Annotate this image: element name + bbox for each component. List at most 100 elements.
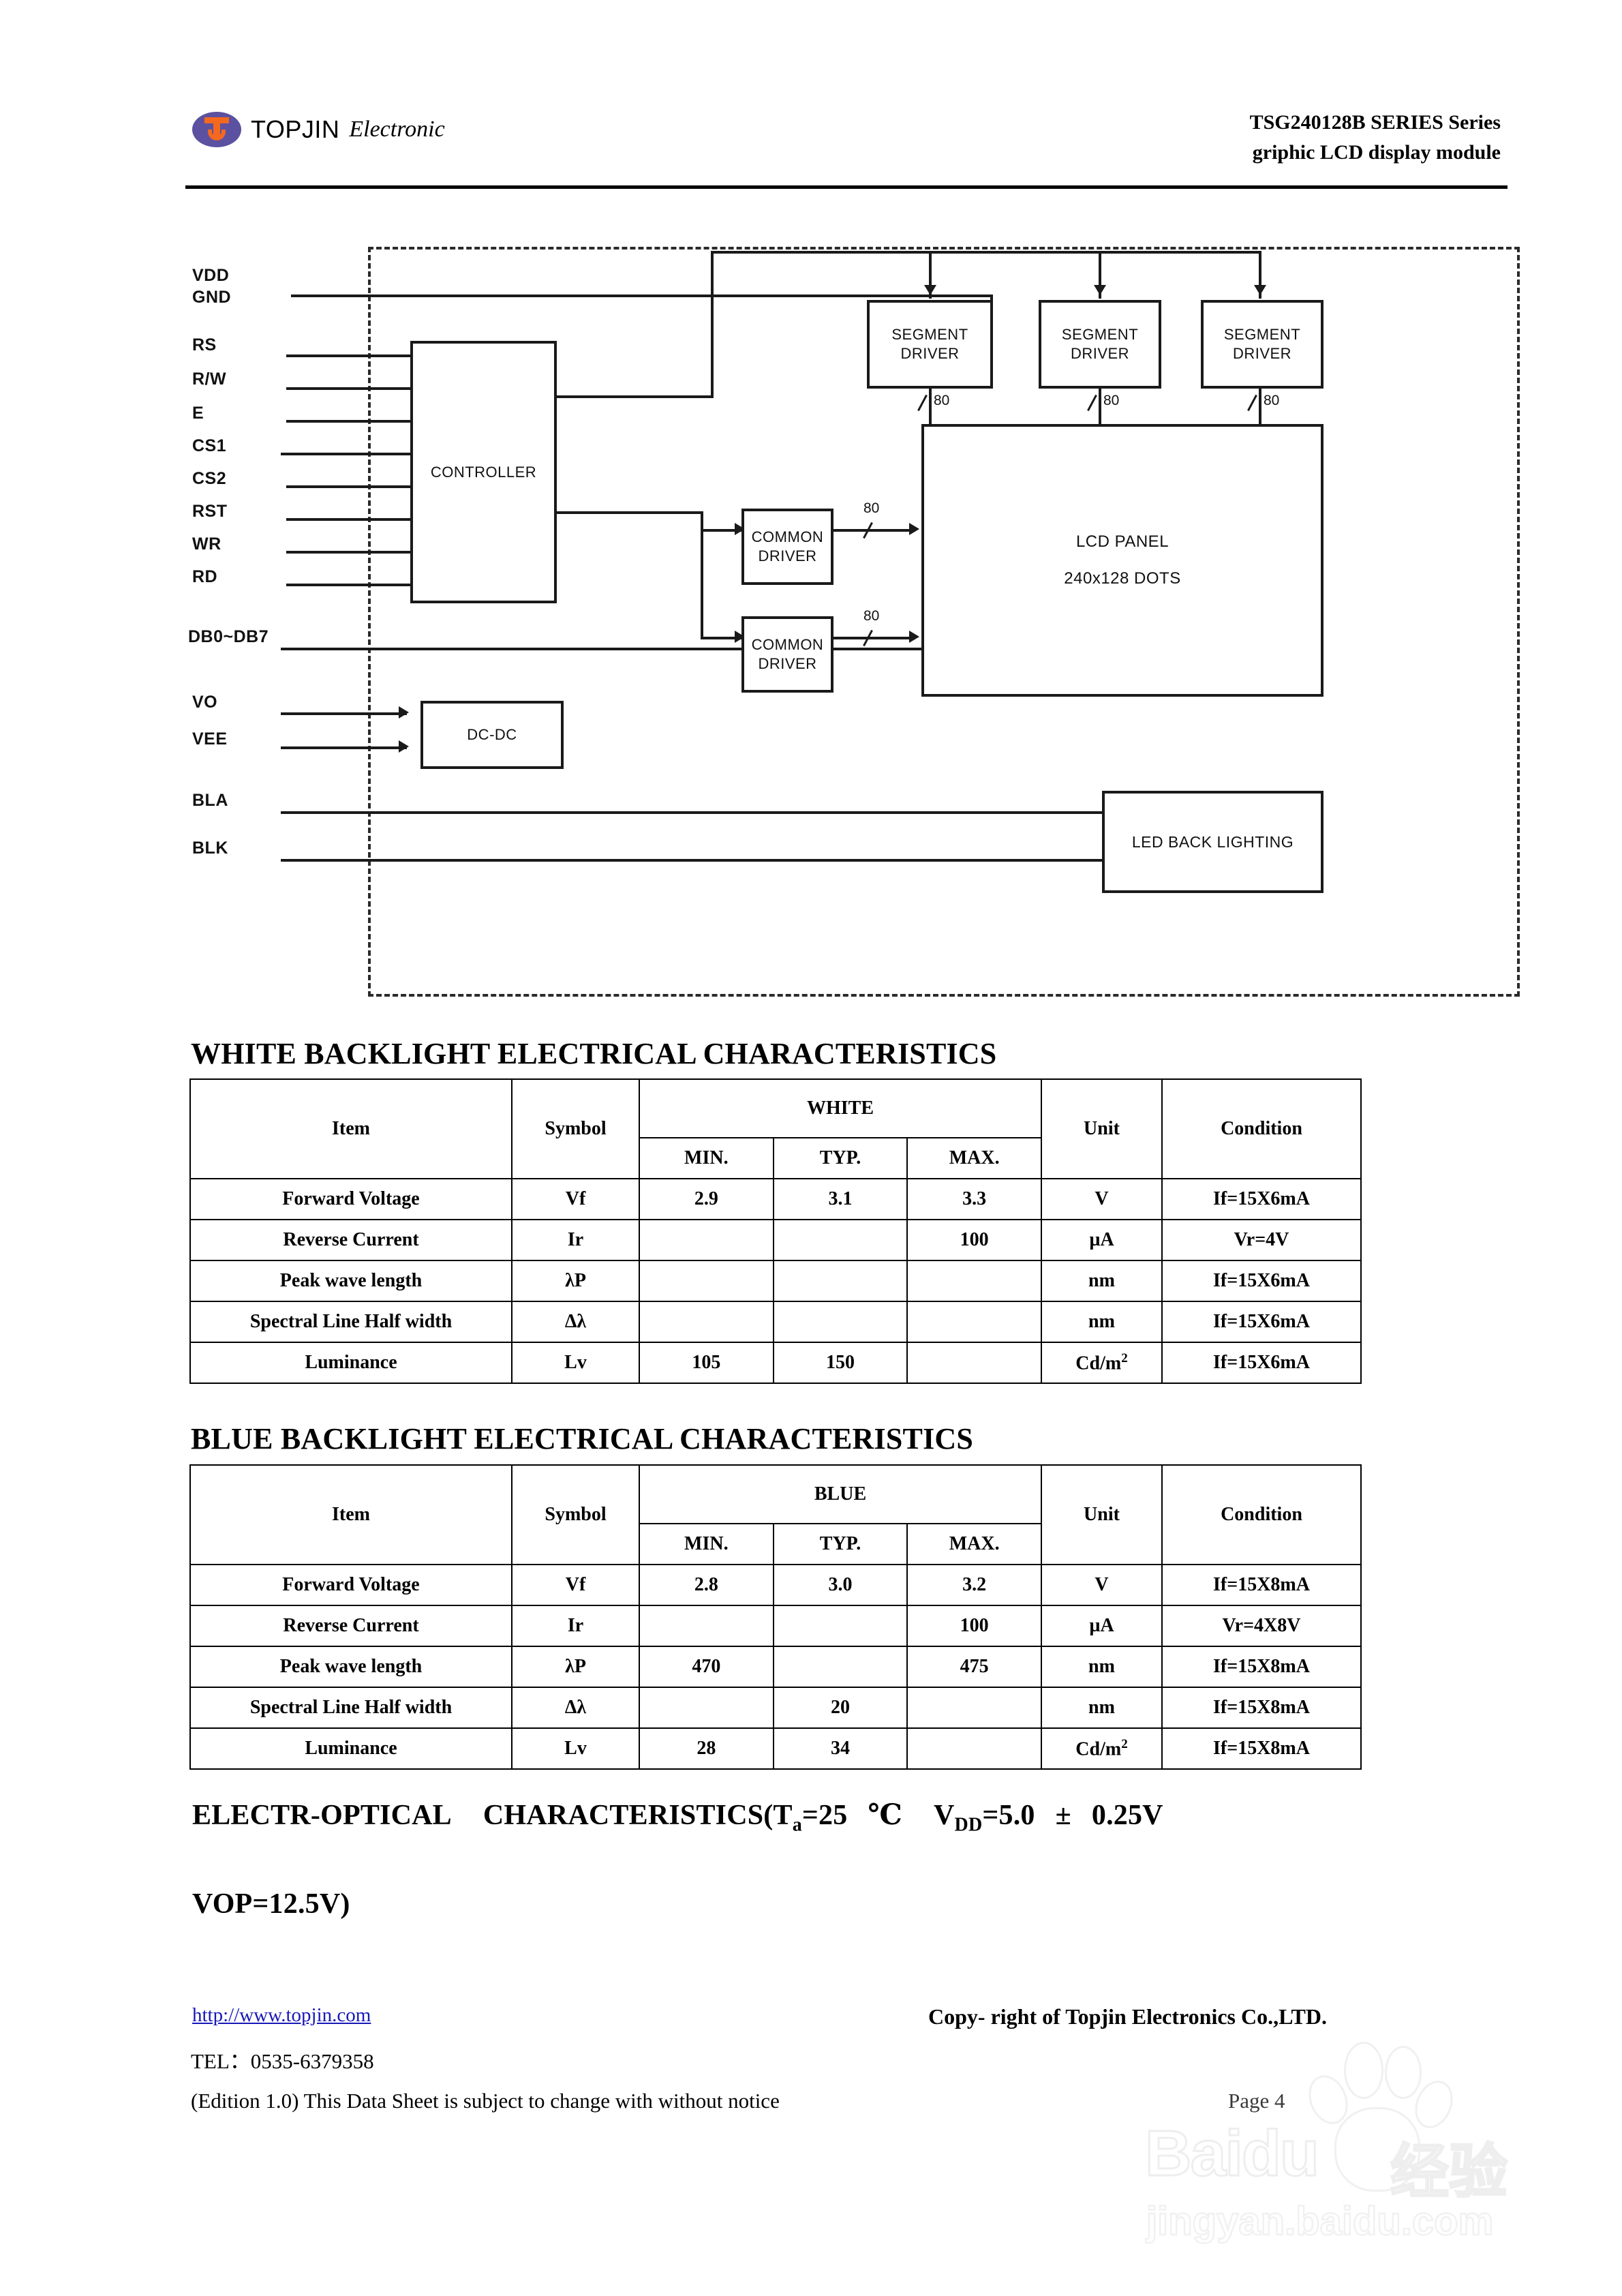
table-subheader-row: MIN. TYP. MAX. — [190, 1137, 1361, 1179]
wire-db-bus — [281, 648, 993, 650]
header-unit: Unit — [1041, 1078, 1163, 1179]
header-min: MIN. — [639, 1137, 774, 1179]
pin-label-gnd: GND — [192, 288, 232, 307]
dcdc-block: DC-DC — [420, 701, 564, 769]
common-driver-label-line2: DRIVER — [758, 655, 817, 672]
cell-item: Peak wave length — [189, 1646, 512, 1688]
arrow-com1-out-icon — [909, 523, 919, 535]
led-backlight-block: LED BACK LIGHTING — [1102, 791, 1323, 893]
eo-plusminus: ± — [1055, 1800, 1071, 1831]
cell-symbol: Lv — [511, 1342, 640, 1384]
pin-label-vdd: VDD — [192, 266, 230, 285]
cell-typ — [772, 1301, 908, 1343]
pin-label-blk: BLK — [192, 839, 228, 858]
cell-min: 470 — [639, 1646, 774, 1688]
segment-driver-1: SEGMENT DRIVER — [867, 300, 993, 389]
table-row: Luminance Lv 28 34 Cd/m2 If=15X8mA — [189, 1727, 1362, 1770]
cell-typ: 20 — [772, 1687, 908, 1729]
cell-symbol: Δλ — [511, 1301, 640, 1343]
wire-ctrl-com-out — [557, 511, 703, 514]
header-symbol: Symbol — [511, 1078, 640, 1179]
edition-notice: (Edition 1.0) This Data Sheet is subject… — [191, 2089, 780, 2113]
table-row: Forward Voltage Vf 2.8 3.0 3.2 V If=15X8… — [189, 1564, 1362, 1606]
wire-wr — [286, 551, 453, 554]
bus-label-seg3: 80 — [1264, 393, 1280, 408]
table-row: Peak wave length λP nm If=15X6mA — [189, 1260, 1362, 1302]
arrow-seg2-icon — [1094, 285, 1106, 295]
cell-unit: nm — [1041, 1301, 1163, 1343]
cell-item: Reverse Current — [189, 1605, 512, 1647]
header-product-info: TSG240128B SERIES Series griphic LCD dis… — [1250, 108, 1501, 168]
blue-section-title: BLUE BACKLIGHT ELECTRICAL CHARACTERISTIC… — [191, 1422, 974, 1455]
cell-symbol: Vf — [511, 1178, 640, 1220]
brand-subtitle: Electronic — [349, 117, 445, 142]
table-header-row: Item Symbol WHITE Unit Condition — [189, 1078, 1362, 1179]
bus-label-com2: 80 — [863, 608, 880, 624]
cell-max: 100 — [906, 1219, 1042, 1261]
cell-symbol: λP — [511, 1260, 640, 1302]
cell-max: 475 — [906, 1646, 1042, 1688]
cell-item: Luminance — [189, 1727, 512, 1770]
segment-driver-label-line1: SEGMENT — [891, 326, 968, 343]
cell-symbol: Ir — [511, 1219, 640, 1261]
eo-sub-a: a — [792, 1814, 802, 1836]
blue-backlight-table: Item Symbol BLUE Unit Condition MIN. TYP… — [189, 1464, 1362, 1770]
cell-condition: If=15X6mA — [1161, 1260, 1362, 1302]
cell-min — [639, 1605, 774, 1647]
white-section-title: WHITE BACKLIGHT ELECTRICAL CHARACTERISTI… — [191, 1037, 997, 1070]
cell-max — [906, 1301, 1042, 1343]
common-driver-label-line1: COMMON — [751, 636, 824, 653]
pin-label-wr: WR — [192, 534, 221, 554]
cell-max — [906, 1342, 1042, 1384]
segment-driver-label-line2: DRIVER — [1070, 345, 1130, 362]
pin-label-rd: RD — [192, 567, 218, 586]
wire-bla — [281, 811, 1102, 814]
wire-ctrl-com-dn — [701, 511, 703, 639]
cell-typ: 150 — [772, 1342, 908, 1384]
cell-symbol: Ir — [511, 1605, 640, 1647]
cell-unit: nm — [1041, 1260, 1163, 1302]
wire-seg1-drop — [929, 251, 932, 299]
table-row: Spectral Line Half width Δλ 20 nm If=15X… — [189, 1687, 1362, 1729]
cell-symbol: Δλ — [511, 1687, 640, 1729]
eo-tolerance: 0.25V — [1091, 1800, 1163, 1831]
segment-driver-3: SEGMENT DRIVER — [1201, 300, 1323, 389]
cell-max — [906, 1727, 1042, 1770]
telephone-text: TEL：0535-6379358 — [191, 2049, 374, 2073]
cell-typ: 34 — [772, 1727, 908, 1770]
header-group: BLUE — [639, 1464, 1042, 1524]
segment-driver-label-line1: SEGMENT — [1223, 326, 1301, 343]
product-series: TSG240128B SERIES Series — [1249, 111, 1501, 134]
header-max: MAX. — [906, 1523, 1042, 1565]
cell-item: Spectral Line Half width — [189, 1687, 512, 1729]
wire-ctrl-seg-up — [711, 251, 714, 398]
cell-min — [639, 1301, 774, 1343]
pin-label-rw: R/W — [192, 369, 227, 389]
controller-label: CONTROLLER — [430, 463, 537, 481]
header-group: WHITE — [639, 1078, 1042, 1138]
header-typ: TYP. — [772, 1137, 908, 1179]
cell-typ — [772, 1260, 908, 1302]
arrow-com2-out-icon — [909, 631, 919, 643]
cell-max: 100 — [906, 1605, 1042, 1647]
bus-label-seg1: 80 — [934, 393, 950, 408]
cell-min: 105 — [639, 1342, 774, 1384]
wire-rd — [286, 584, 453, 586]
segment-driver-label-line2: DRIVER — [900, 345, 960, 362]
website-link[interactable]: http://www.topjin.com — [192, 2004, 371, 2026]
wire-vo — [281, 712, 407, 715]
cell-symbol: Vf — [511, 1564, 640, 1606]
pin-label-rs: RS — [192, 335, 217, 354]
cell-min: 28 — [639, 1727, 774, 1770]
cell-typ — [772, 1646, 908, 1688]
white-backlight-table: Item Symbol WHITE Unit Condition MIN. TY… — [189, 1078, 1362, 1384]
arrow-seg3-icon — [1254, 285, 1266, 295]
cell-typ: 3.0 — [772, 1564, 908, 1606]
dcdc-label: DC-DC — [467, 726, 517, 743]
cell-condition: Vr=4V — [1161, 1219, 1362, 1261]
lcd-panel-resolution: 240x128 DOTS — [1064, 569, 1181, 588]
cell-min: 2.8 — [639, 1564, 774, 1606]
table-header-row: Item Symbol BLUE Unit Condition — [189, 1464, 1362, 1565]
